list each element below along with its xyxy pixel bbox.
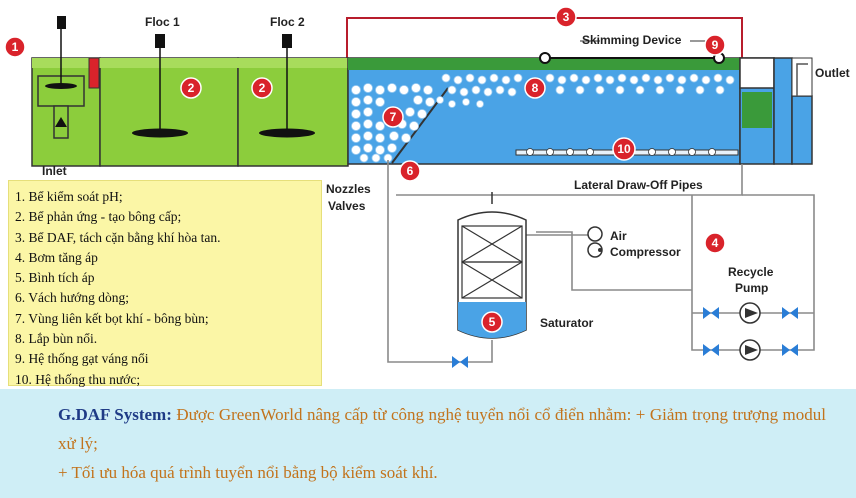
skimmer-wheel-left — [539, 52, 551, 64]
label-saturator: Saturator — [540, 316, 594, 330]
label-skimming: Skimming Device — [582, 33, 682, 47]
footer-description: G.DAF System: Được GreenWorld nâng cấp t… — [0, 389, 856, 498]
outlet-channel — [773, 57, 793, 165]
svg-text:1: 1 — [12, 40, 19, 54]
label-air: Air — [610, 229, 627, 243]
badge-8: 8 — [524, 77, 546, 99]
badge-9: 9 — [704, 34, 726, 56]
legend-item: 6. Vách hướng dòng; — [15, 290, 129, 306]
floc1-mixer — [132, 34, 188, 138]
recycle-suction-line — [691, 194, 815, 351]
footer-line-2: + Tối ưu hóa quá trình tuyển nổi bằng bộ… — [58, 463, 438, 482]
svg-text:9: 9 — [712, 38, 719, 52]
badge-6: 6 — [399, 160, 421, 182]
outlet-pipe — [796, 63, 808, 96]
valve-icon — [703, 307, 719, 319]
svg-text:3: 3 — [563, 10, 570, 24]
valve-icon — [703, 344, 719, 356]
inlet-arrow-icon — [55, 117, 67, 127]
valve-icon — [452, 356, 468, 368]
ph-mixer — [45, 16, 77, 89]
badge-1: 1 — [4, 36, 26, 58]
pump-to-saturator-line — [536, 231, 692, 291]
svg-text:4: 4 — [712, 236, 719, 250]
legend-item: 5. Bình tích áp — [15, 270, 95, 286]
bubble-zone — [351, 73, 735, 163]
badge-2a: 2 — [180, 77, 202, 99]
label-valves: Valves — [328, 199, 366, 213]
legend-item: 8. Lắp bùn nổi. — [15, 331, 98, 347]
valve-icon — [782, 307, 798, 319]
svg-text:10: 10 — [617, 142, 631, 156]
label-recycle: Recycle — [728, 265, 774, 279]
legend-item: 1. Bể kiểm soát pH; — [15, 189, 123, 204]
label-nozzles: Nozzles — [326, 182, 371, 196]
legend-item: 3. Bể DAF, tách cặn bằng khí hòa tan. — [15, 229, 221, 245]
legend-item: 10. Hệ thống thu nước; — [15, 371, 141, 387]
recycle-pump-lower — [739, 339, 761, 361]
badge-2b: 2 — [251, 77, 273, 99]
label-floc2: Floc 2 — [270, 15, 305, 29]
recycle-pump-upper — [739, 302, 761, 324]
legend-box: 1. Bể kiểm soát pH; 2. Bể phản ứng - tạo… — [8, 180, 322, 387]
svg-text:2: 2 — [188, 81, 195, 95]
badge-5: 5 — [481, 311, 503, 333]
legend-item: 4. Bơm tăng áp — [15, 249, 98, 265]
badge-4: 4 — [704, 232, 726, 254]
label-lateral-pipes: Lateral Draw-Off Pipes — [574, 178, 703, 192]
saturator-outlet-line — [387, 160, 493, 363]
badge-3: 3 — [555, 6, 577, 28]
svg-text:5: 5 — [489, 315, 496, 329]
label-outlet: Outlet — [815, 66, 850, 80]
floc-tank-1 — [99, 57, 239, 167]
system-name: G.DAF System: — [58, 405, 172, 424]
air-compressor — [587, 226, 603, 258]
svg-text:7: 7 — [390, 110, 397, 124]
daf-frame-line — [346, 17, 743, 58]
label-compressor: Compressor — [610, 245, 681, 259]
legend-item: 2. Bể phản ứng - tạo bông cấp; — [15, 209, 182, 225]
badge-7: 7 — [382, 106, 404, 128]
legend-item: 7. Vùng liên kết bọt khí - bông bùn; — [15, 310, 209, 326]
gauge-icon — [598, 248, 602, 252]
footer-line-1: G.DAF System: Được GreenWorld nâng cấp t… — [58, 400, 826, 458]
footer-text-1: Được GreenWorld nâng cấp từ công nghệ tu… — [58, 405, 826, 453]
label-pump: Pump — [735, 281, 768, 295]
sludge-layer — [348, 58, 740, 70]
floc-tank-2 — [237, 57, 349, 167]
ph-sensor — [88, 57, 100, 89]
svg-text:8: 8 — [532, 81, 539, 95]
label-floc1: Floc 1 — [145, 15, 180, 29]
legend-item: 9. Hệ thống gạt váng nổi — [15, 351, 149, 367]
label-inlet: Inlet — [42, 164, 67, 178]
daf-process-diagram: Floc 1 Floc 2 Skimming Device Outlet Inl… — [4, 6, 850, 368]
svg-text:6: 6 — [407, 164, 414, 178]
badge-10: 10 — [612, 137, 636, 161]
floc2-mixer — [259, 34, 315, 138]
svg-text:2: 2 — [259, 81, 266, 95]
valve-icon — [782, 344, 798, 356]
